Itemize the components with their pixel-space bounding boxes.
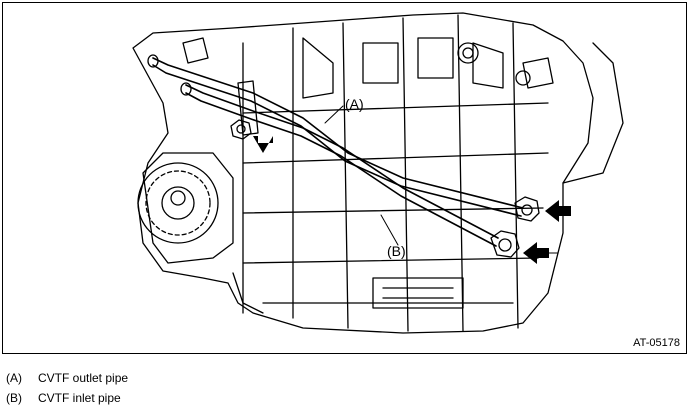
callout-a: (A) xyxy=(345,96,364,112)
cvtf-outlet-pipe xyxy=(147,54,524,217)
legend-item: (B) CVTF inlet pipe xyxy=(6,388,128,408)
legend: (A) CVTF outlet pipe (B) CVTF inlet pipe xyxy=(6,368,128,408)
arrow-bolt xyxy=(253,136,273,153)
legend-key: (A) xyxy=(6,371,22,385)
legend-text: CVTF outlet pipe xyxy=(38,371,129,385)
transmission-drawing xyxy=(132,12,624,334)
bolt xyxy=(230,119,252,140)
leader-a xyxy=(324,105,344,124)
outlet-fitting xyxy=(514,196,540,222)
inlet-fitting xyxy=(490,230,520,258)
figure-id: AT-05178 xyxy=(633,337,680,349)
legend-item: (A) CVTF outlet pipe xyxy=(6,368,128,388)
legend-text: CVTF inlet pipe xyxy=(38,391,121,405)
arrow-inlet-fitting xyxy=(523,242,549,264)
callout-b: (B) xyxy=(387,243,406,259)
leader-b xyxy=(380,214,399,246)
legend-key: (B) xyxy=(6,391,22,405)
transmission-case xyxy=(132,12,624,334)
gear-assembly xyxy=(137,152,234,264)
cvtf-inlet-pipe xyxy=(180,80,499,247)
arrow-outlet-fitting xyxy=(545,200,571,222)
diagram-frame: (A) (B) AT-05178 xyxy=(2,2,687,354)
